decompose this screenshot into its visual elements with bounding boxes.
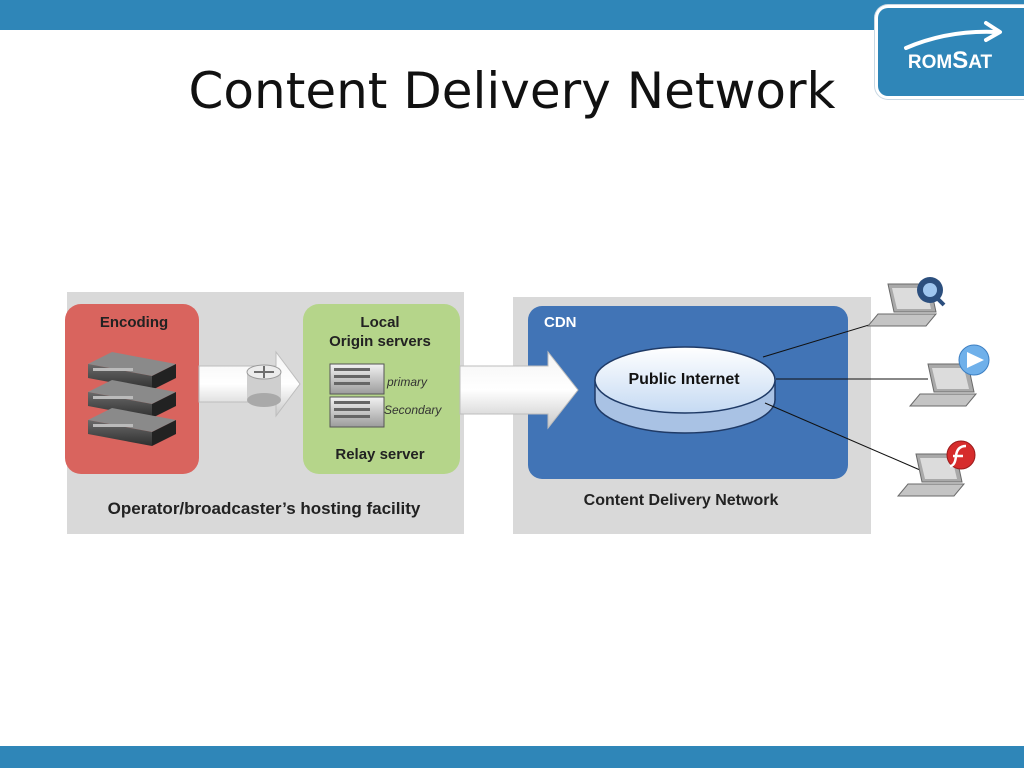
svg-text:ROMSAT: ROMSAT [908, 47, 993, 74]
public-internet-disk [594, 346, 776, 434]
encoder-server-stack [88, 352, 176, 446]
laptop-client-2 [908, 363, 978, 407]
origin-to-cdn-arrow [459, 350, 579, 430]
origin-server-primary [329, 363, 385, 395]
hosting-facility-label: Operator/broadcaster’s hosting facility [108, 499, 421, 518]
origin-server-secondary [329, 396, 385, 428]
origin-label-servers: Origin servers [329, 333, 431, 350]
flash-icon [946, 440, 976, 470]
slide-title: Content Delivery Network [188, 62, 836, 120]
cdn-label: CDN [544, 314, 577, 331]
windows-media-icon [958, 344, 990, 376]
secondary-label: Secondary [384, 403, 442, 417]
router-icon [246, 364, 282, 407]
cdn-network-label: Content Delivery Network [584, 492, 779, 509]
bottom-accent-bar [0, 746, 1024, 768]
quicktime-icon [917, 277, 946, 307]
origin-label-local: Local [360, 314, 399, 331]
primary-label: primary [386, 375, 428, 389]
relay-server-label: Relay server [335, 446, 424, 463]
encoding-label: Encoding [100, 314, 168, 331]
connection-line-3 [764, 402, 921, 471]
public-internet-label: Public Internet [628, 371, 740, 388]
romsat-logo: ROMSAT [878, 8, 1024, 96]
top-accent-bar [0, 0, 1024, 30]
